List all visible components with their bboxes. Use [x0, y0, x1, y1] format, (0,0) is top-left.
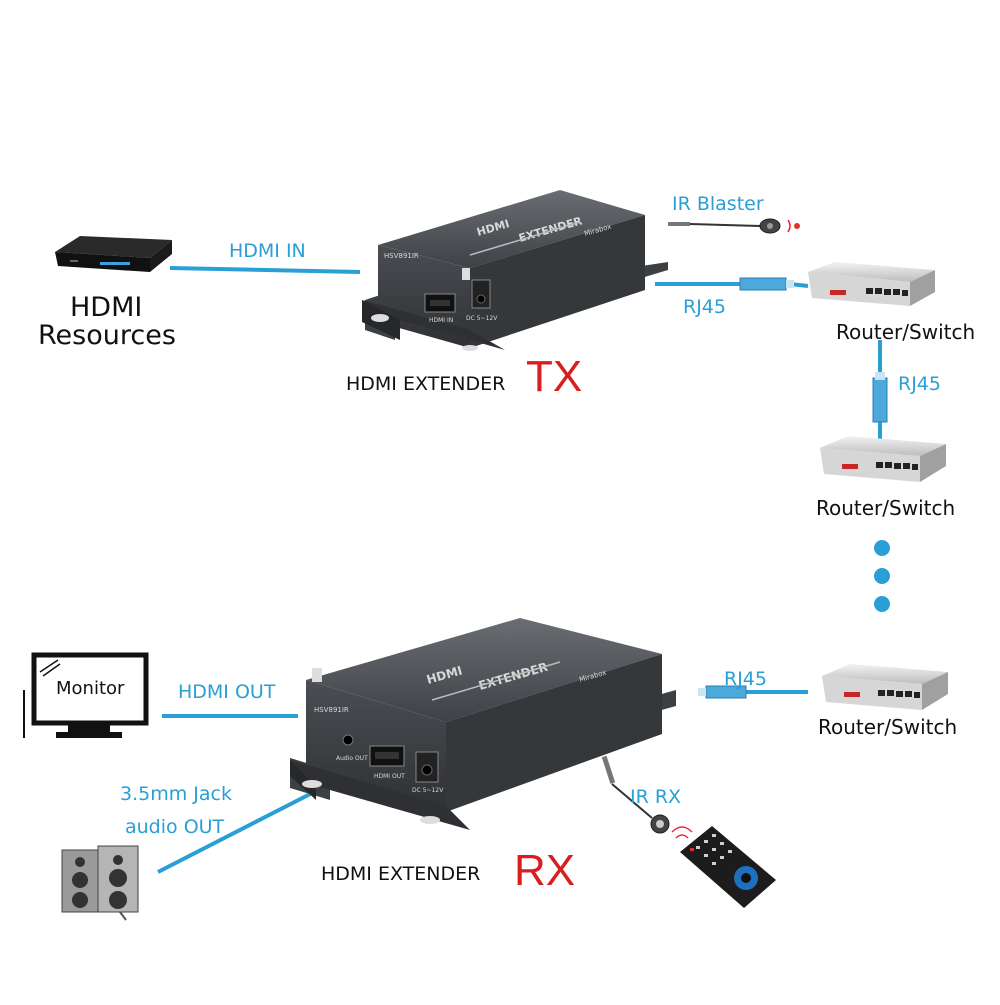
dot-2	[874, 568, 890, 584]
hdmi-in-cable	[169, 266, 361, 274]
label-rj45-tx: RJ45	[683, 296, 726, 318]
rj45-plug-mid	[872, 372, 888, 423]
router-switch-1	[808, 262, 935, 306]
rj45-plug-tx	[739, 277, 794, 291]
rx-port-dc-print: DC 5~12V	[412, 787, 444, 794]
audio-out-cable	[157, 788, 319, 874]
label-router-switch-1: Router/Switch	[836, 320, 976, 344]
label-router-switch-3: Router/Switch	[818, 715, 958, 739]
rj45-plug-rx	[698, 685, 747, 699]
ir-blaster-device	[668, 218, 800, 234]
label-tx: TX	[526, 352, 583, 401]
label-hdmi-resources-1: HDMI	[70, 292, 143, 323]
label-rj45-mid: RJ45	[898, 373, 941, 395]
dot-3	[874, 596, 890, 612]
continuation-dots	[874, 540, 890, 612]
label-monitor: Monitor	[56, 678, 125, 699]
label-hdmi-out: HDMI OUT	[178, 681, 276, 703]
label-hdmi-extender-tx: HDMI EXTENDER	[346, 373, 506, 395]
label-hdmi-in: HDMI IN	[229, 240, 306, 262]
rx-port-hdmi-out-print: HDMI OUT	[374, 773, 405, 780]
tx-port-dc-print: DC 5~12V	[466, 315, 498, 322]
speakers-device	[61, 845, 139, 921]
ir-receiver-device	[601, 755, 670, 834]
label-rx: RX	[514, 846, 576, 895]
rx-model-print: HSV891IR	[314, 706, 349, 714]
rx-port-audio-print: Audio OUT	[336, 755, 368, 762]
label-jack-2: audio OUT	[125, 816, 225, 838]
label-router-switch-2: Router/Switch	[816, 496, 956, 520]
label-ir-blaster: IR Blaster	[672, 193, 764, 215]
remote-control-device	[671, 826, 776, 908]
label-hdmi-extender-rx: HDMI EXTENDER	[321, 863, 481, 885]
label-ir-rx: IR RX	[630, 786, 682, 808]
tx-extender-device: HDMI EXTENDER HSV891IR Mirabox HDMI IN D…	[362, 190, 668, 351]
label-jack-1: 3.5mm Jack	[120, 783, 232, 805]
router-switch-3	[822, 664, 948, 710]
monitor-device	[23, 652, 149, 738]
rx-extender-device: HDMI EXTENDER HSV891IR Mirabox Audio OUT…	[290, 618, 676, 830]
label-rj45-rx: RJ45	[724, 668, 767, 690]
router-switch-2	[820, 436, 946, 482]
label-hdmi-resources-2: Resources	[38, 320, 176, 351]
tx-model-print: HSV891IR	[384, 252, 419, 260]
hdmi-source-device	[55, 236, 172, 272]
tx-port-hdmi-in-print: HDMI IN	[429, 317, 453, 324]
connection-lines	[157, 266, 882, 874]
dot-1	[874, 540, 890, 556]
